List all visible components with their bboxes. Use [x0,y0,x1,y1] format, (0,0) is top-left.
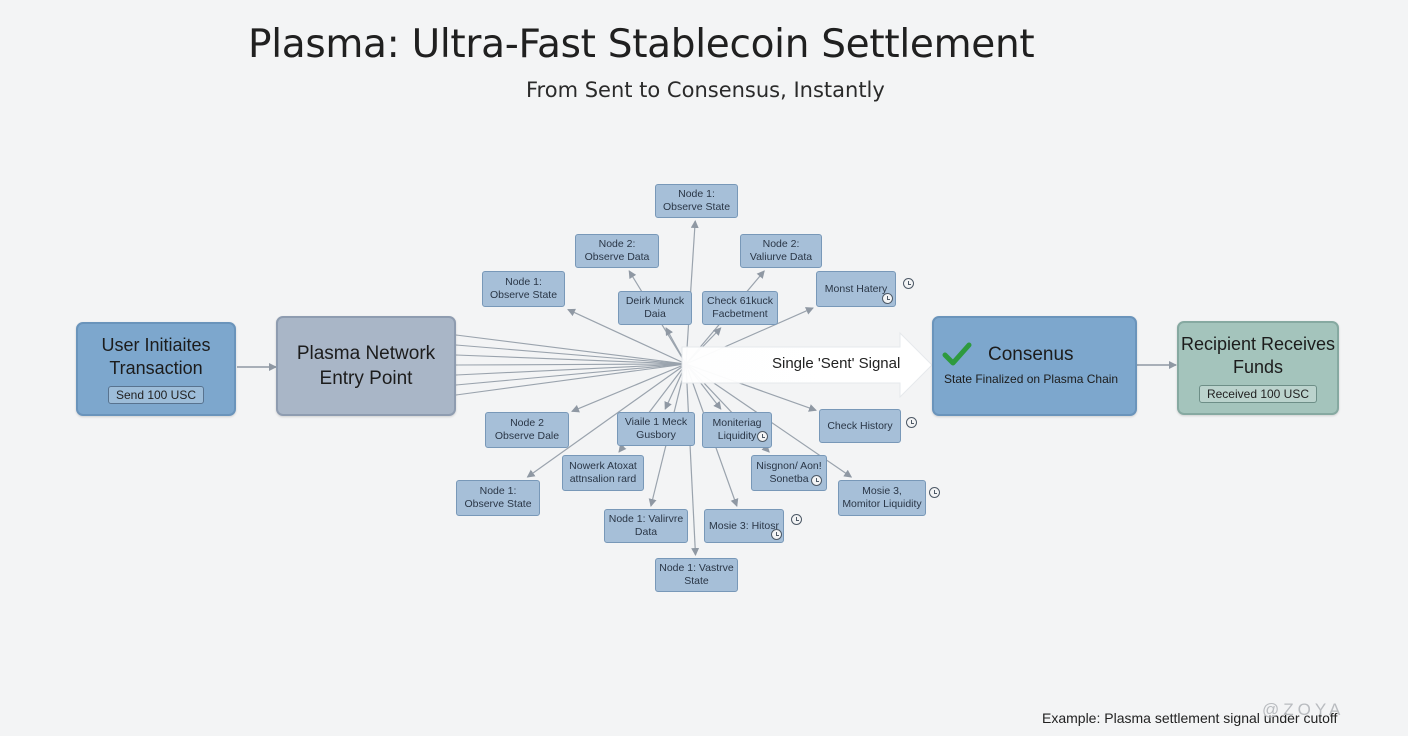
entry-point-label: Plasma Network Entry Point [296,343,436,389]
page-subtitle: From Sent to Consensus, Instantly [526,78,885,102]
entry-fan-line [455,344,687,365]
entry-fan-line [455,334,687,365]
consensus-subtitle: State Finalized on Plasma Chain [944,372,1119,386]
validator-node: Nisgnon/ Aon! Sonetba [751,455,827,491]
user-initiates-box: User Initiaites Transaction Send 100 USC [76,322,236,416]
check-icon [942,342,972,366]
validator-node: Node 1: Observe State [655,184,738,218]
consensus-label: Consenus [988,344,1074,365]
send-amount-badge: Send 100 USC [107,386,205,404]
validator-node: Node 2: Observe Data [575,234,659,268]
validator-node: Node 1: Observe State [456,480,540,516]
watermark: @ZOYA [1262,700,1345,719]
validator-node: Viaile 1 Meck Gusbory [617,412,695,446]
consensus-box [932,316,1137,416]
validator-node: Node 2: Valiurve Data [740,234,822,268]
page-title: Plasma: Ultra-Fast Stablecoin Settlement [248,22,1035,67]
entry-point-box: Plasma Network Entry Point [276,316,456,416]
caption: Example: Plasma settlement signal under … [1042,710,1338,726]
validator-node: Nowerk Atoxat attnsalion rard [562,455,644,491]
signal-label: Single 'Sent' Signal [772,355,901,372]
entry-fan-line [455,363,687,396]
clock-icon [791,514,802,525]
entry-fan-line [455,363,687,386]
validator-node: Check History [819,409,901,443]
clock-icon [771,529,782,540]
validator-node: Node 1: Vastrve State [655,558,738,592]
validator-node: Node 1: Observe State [482,271,565,307]
validator-node: Node 2 Observe Dale [485,412,569,448]
clock-icon [811,475,822,486]
user-initiates-label: User Initiaites Transaction [101,335,211,378]
signal-arrow [681,331,933,399]
entry-fan-line [455,354,687,365]
recipient-label: Recipient Receives Funds [1180,334,1336,377]
validator-node: Moniteriag Liquidity [702,412,772,448]
clock-icon [903,278,914,289]
validator-node: Mosie 3, Momitor Liquidity [838,480,926,516]
spoke-arrow [571,363,687,413]
validator-node: Deirk Munck Daia [618,291,692,325]
spoke-arrow [685,363,700,556]
validator-node: Check 61kuck Facbetment [702,291,778,325]
validator-node: Node 1: Valirvre Data [604,509,688,543]
spoke-arrow [567,308,687,365]
validator-node: Mosie 3: Hitosr [704,509,784,543]
received-amount-badge: Received 100 USC [1198,385,1318,403]
spoke-arrow [526,363,687,478]
clock-icon [906,417,917,428]
entry-fan-line [455,363,687,366]
clock-icon [757,431,768,442]
recipient-box: Recipient Receives Funds Received 100 US… [1177,321,1339,415]
clock-icon [882,293,893,304]
clock-icon [929,487,940,498]
entry-fan-line [455,363,687,376]
